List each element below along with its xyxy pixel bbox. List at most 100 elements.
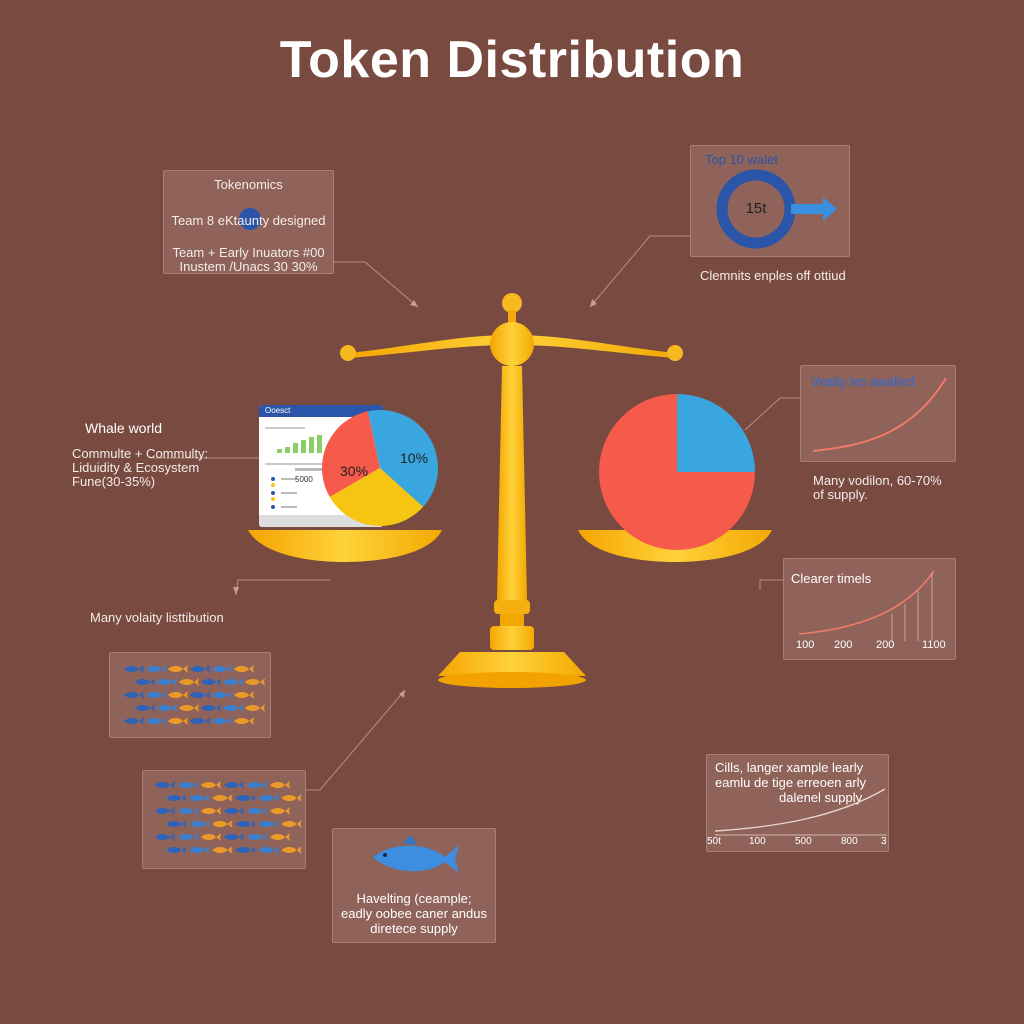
small-fish-icon — [258, 846, 279, 854]
pie-left-label-10: 10% — [400, 450, 429, 466]
small-fish-icon — [270, 781, 290, 789]
clearer-curve — [798, 570, 935, 641]
small-fish-icon — [224, 833, 244, 841]
small-fish-icon — [201, 704, 221, 712]
whale-line-1: Commulte + Commulty: — [72, 446, 209, 461]
clearer-tick-4: 1100 — [922, 639, 946, 651]
pie-slice-1 — [322, 411, 380, 497]
pie-slice-3 — [329, 468, 424, 526]
bottom-right-tick-4: 800 — [841, 836, 858, 847]
bottom-right-tick-2: 100 — [749, 836, 766, 847]
fish-card-line-1: Havelting (ceample; — [356, 891, 472, 906]
bottom-right-card: Cills, langer xample learly eamlu de tig… — [706, 754, 889, 852]
whale-line-2: Liduidity & Ecosystem — [72, 460, 200, 475]
small-fish-icon — [155, 781, 175, 789]
small-fish-icon — [166, 794, 187, 802]
fish-card-line-3: diretece supply — [370, 921, 458, 936]
small-fish-icon — [178, 833, 198, 841]
bottom-right-line-1: Cills, langer xample learly — [715, 760, 864, 775]
arrow-head-2 — [590, 299, 597, 307]
small-fish-icon — [234, 717, 254, 725]
small-fish-icon — [234, 691, 254, 699]
blue-dot-icon — [239, 208, 261, 230]
small-fish-icon — [281, 846, 302, 854]
small-fish-icon — [223, 704, 243, 712]
small-fish-icon — [190, 691, 210, 699]
small-fish-icon — [190, 665, 210, 673]
small-fish-icon — [281, 820, 302, 828]
pie-left-label-30: 30% — [340, 463, 369, 479]
bottom-right-tick-1: 50t — [707, 836, 721, 847]
small-fish-icon — [235, 794, 256, 802]
small-fish-icon — [224, 807, 244, 815]
small-fish-icon — [212, 846, 233, 854]
clearer-tick-3: 200 — [876, 639, 895, 651]
volatility-curve — [812, 377, 947, 452]
small-fish-icon — [189, 820, 210, 828]
small-fish-icon — [247, 781, 267, 789]
small-fish-icon — [212, 717, 232, 725]
small-fish-icon — [179, 678, 199, 686]
bottom-right-line-3: dalenel supply — [779, 790, 863, 805]
small-fish-icon — [245, 678, 265, 686]
volatility-caption-1: Many vodilon, 60-70% — [813, 473, 942, 488]
tokenomics-line-2: Team + Early Inuators #00 — [172, 245, 325, 260]
top10-circle-value: 15t — [745, 200, 767, 217]
small-fish-icon — [247, 807, 267, 815]
small-fish-icon — [212, 665, 232, 673]
whale-fish-card: Havelting (ceample; eadly oobee caner an… — [332, 828, 496, 943]
bottom-right-tick-5: 3 — [881, 836, 887, 847]
pie-slice-2 — [677, 394, 755, 472]
fish-school-card-2 — [142, 770, 306, 869]
arrow-head-4 — [399, 690, 405, 698]
small-fish-icon — [146, 717, 166, 725]
small-fish-icon — [201, 833, 221, 841]
small-fish-icon — [166, 846, 187, 854]
small-fish-icon — [178, 781, 198, 789]
small-fish-icon — [189, 794, 210, 802]
small-fish-icon — [124, 665, 144, 673]
tokenomics-line-1: Team 8 eKtaunty designed — [171, 213, 326, 228]
small-fish-icon — [166, 820, 187, 828]
volatility-card: Vealty les awalled — [800, 365, 956, 462]
arrow-head-3 — [233, 587, 239, 595]
small-fish-icon — [270, 807, 290, 815]
small-fish-icon — [189, 846, 210, 854]
small-fish-icon — [201, 807, 221, 815]
small-fish-icon — [201, 781, 221, 789]
tokenomics-card: Tokenomics Team 8 eKtaunty designed Team… — [163, 170, 334, 274]
small-fish-icon — [212, 691, 232, 699]
small-fish-icon — [168, 665, 188, 673]
small-fish-icon — [247, 833, 267, 841]
small-fish-icon — [224, 781, 244, 789]
many-volatility-text: Many volaity listtibution — [90, 610, 224, 625]
clearer-tick-2: 200 — [834, 639, 853, 651]
top10-wallet-card: Top 10 walet 15t — [690, 145, 850, 257]
tokenomics-line-3: Inustem /Unacs 30 30% — [179, 259, 318, 274]
small-fish-icon — [168, 717, 188, 725]
small-fish-icon — [281, 794, 302, 802]
whale-line-3: Fune(30-35%) — [72, 474, 156, 489]
arrow-head-1 — [410, 300, 418, 307]
small-fish-icon — [135, 704, 155, 712]
small-fish-icon — [258, 794, 279, 802]
volatility-heading: Vealty les awalled — [811, 374, 915, 389]
fish-school-icon — [155, 781, 302, 854]
small-fish-icon — [155, 833, 175, 841]
clearer-heading: Clearer timels — [791, 571, 872, 586]
volatility-caption-2: of supply. — [813, 487, 868, 502]
small-fish-icon — [146, 665, 166, 673]
tokenomics-heading: Tokenomics — [214, 177, 283, 192]
page-title: Token Distribution — [279, 31, 745, 89]
small-fish-icon — [168, 691, 188, 699]
small-fish-icon — [178, 807, 198, 815]
fish-card-line-2: eadly oobee caner andus — [340, 906, 487, 921]
small-fish-icon — [179, 704, 199, 712]
fish-school-card-1 — [109, 652, 271, 738]
small-fish-icon — [235, 820, 256, 828]
top10-caption: Clemnits enples off ottiud — [700, 268, 846, 283]
bottom-right-curve — [714, 788, 887, 836]
small-fish-icon — [212, 820, 233, 828]
